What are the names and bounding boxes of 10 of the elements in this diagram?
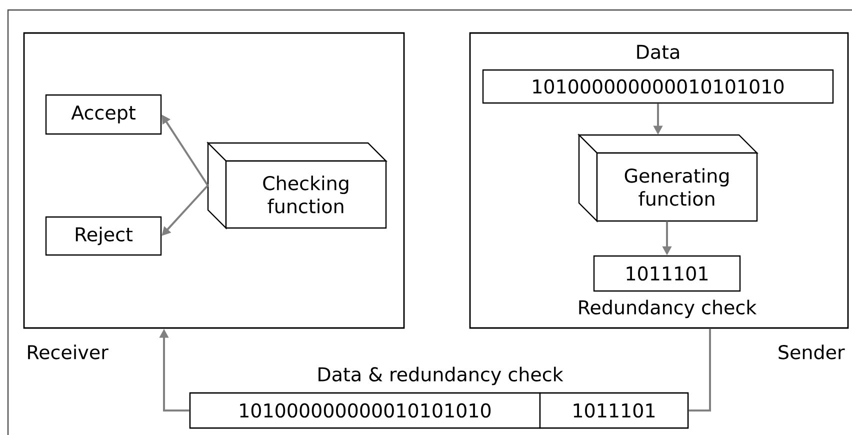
accept-box: Accept	[45, 94, 162, 135]
reject-box: Reject	[45, 216, 162, 256]
redundancy-box: 1011101 Redundancy check	[579, 255, 757, 318]
node-label: Sender	[778, 344, 845, 360]
node-label: Data	[637, 44, 679, 60]
node-label: Redundancy check	[579, 300, 757, 318]
node-label: Receiver	[28, 344, 108, 360]
node-label: Data & redundancy check	[318, 366, 564, 386]
redundancy-cell: 1011101	[539, 392, 689, 429]
data-box: 101000000000010101010 Data	[482, 44, 834, 104]
